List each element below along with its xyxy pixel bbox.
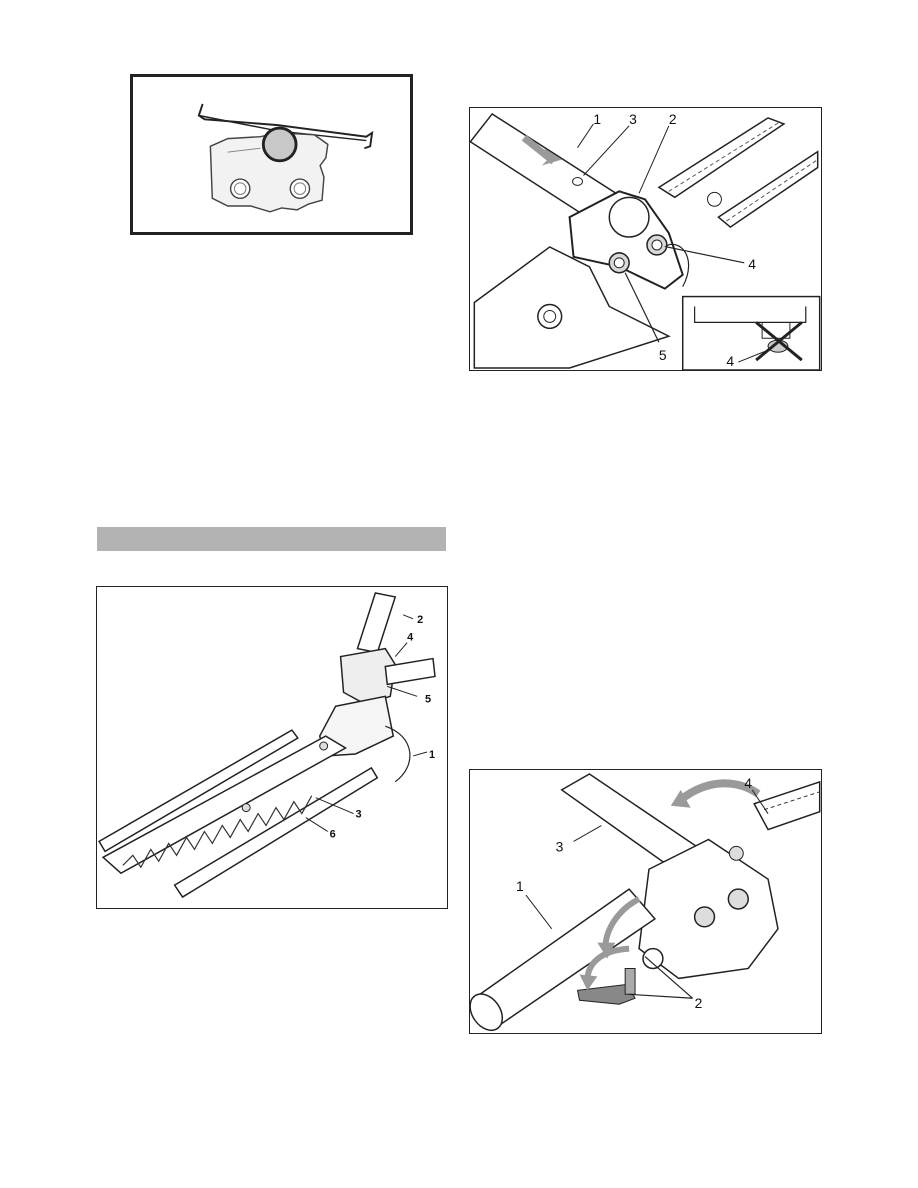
callout-4: 4	[748, 256, 756, 272]
housing-screw-a	[695, 907, 715, 927]
callout-3: 3	[355, 809, 361, 821]
lever-hinge	[625, 968, 635, 994]
leader-3	[574, 826, 602, 842]
leader-1	[578, 124, 594, 148]
shaft-coupling-figure: 1 3 2 4 5 4	[469, 107, 822, 371]
angle-lever-illustration: 4 3 1 2	[470, 770, 821, 1033]
chain-rivet-right	[290, 179, 309, 198]
clamp-screw-5-center	[614, 258, 624, 268]
leader-4	[395, 643, 407, 657]
callout-3: 3	[629, 111, 637, 127]
gear-pin	[538, 305, 562, 329]
callout-2: 2	[417, 614, 423, 626]
leader-6	[306, 818, 328, 832]
callout-inset-4: 4	[726, 353, 734, 369]
leader-1	[413, 752, 427, 756]
callout-4: 4	[744, 775, 752, 791]
leader-2a	[629, 994, 693, 998]
blade-bolt	[242, 804, 250, 812]
chain-rivet-left	[231, 179, 250, 198]
callout-4: 4	[407, 632, 414, 644]
leader-3	[583, 126, 629, 176]
callout-6: 6	[330, 828, 336, 840]
housing-screw-b	[728, 889, 748, 909]
chain-gauge-figure	[130, 74, 413, 235]
clamp-screw-4-center	[652, 240, 662, 250]
shaft-tube	[357, 593, 395, 653]
leader-2	[403, 615, 413, 619]
chain-gauge-illustration	[133, 77, 410, 232]
housing-screw-c	[729, 846, 743, 860]
leader-1	[526, 895, 552, 929]
coupling-collar	[609, 197, 649, 237]
blade-bolt-rear	[320, 742, 328, 750]
callout-5: 5	[659, 347, 667, 363]
shaft-coupling-illustration: 1 3 2 4 5 4	[470, 108, 821, 370]
angle-lever-figure: 4 3 1 2	[469, 769, 822, 1034]
pivot-pin	[643, 949, 663, 969]
callout-5: 5	[425, 693, 431, 705]
callout-1: 1	[516, 878, 524, 894]
blade-bolt	[708, 192, 722, 206]
section-heading-bar	[97, 527, 446, 551]
callout-1: 1	[429, 749, 435, 761]
blade-bar	[754, 782, 820, 830]
hedge-mount-figure: 2 4 5 1 3 6	[96, 586, 448, 909]
callout-2: 2	[669, 111, 677, 127]
callout-2: 2	[695, 995, 703, 1011]
shaft-hole	[573, 177, 583, 185]
hedge-mount-illustration: 2 4 5 1 3 6	[97, 587, 447, 908]
callout-1: 1	[593, 111, 601, 127]
callout-3: 3	[556, 838, 564, 854]
blade-bar-bottom	[718, 152, 817, 227]
file-roller	[263, 128, 296, 161]
